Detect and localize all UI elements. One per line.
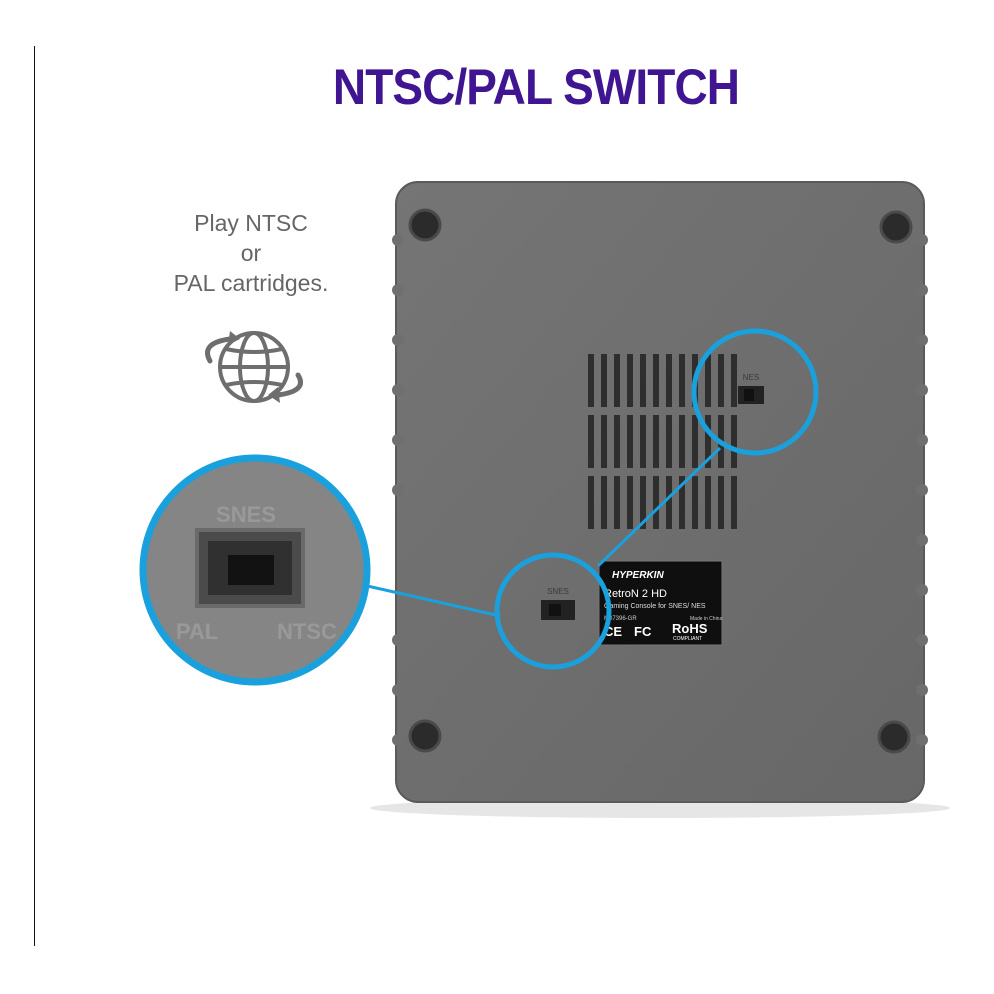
highlight-ring-snes-switch: [494, 552, 612, 670]
left-border-line: [34, 46, 35, 946]
connector-line-small: [596, 446, 722, 568]
highlight-ring-nes-switch: [691, 328, 819, 456]
label-model-number: M07396-GR: [604, 616, 637, 622]
snes-switch-small-label: SNES: [547, 587, 569, 596]
rubber-foot-top-left: [408, 208, 442, 242]
nes-switch-label: NES: [743, 373, 759, 382]
highlight-ring-magnified: [139, 454, 371, 686]
magnified-label-pal: PAL: [176, 619, 218, 644]
console-wavy-edge: [392, 234, 928, 746]
page-title: NTSC/PAL SWITCH: [332, 59, 740, 115]
magnified-switch-view: SNES PAL NTSC: [143, 458, 367, 682]
magnified-label-snes: SNES: [216, 502, 276, 527]
tagline-line-1: Play NTSC: [194, 210, 308, 236]
fc-mark: FC: [634, 624, 652, 639]
rubber-foot-bottom-right: [877, 720, 911, 754]
magnified-label-ntsc: NTSC: [277, 619, 337, 644]
rohs-compliant: COMPLIANT: [673, 636, 702, 642]
rubber-foot-top-right: [879, 210, 913, 244]
rubber-foot-bottom-left: [408, 719, 442, 753]
label-description: Gaming Console for SNES/ NES: [604, 603, 706, 610]
tagline-line-3: PAL cartridges.: [173, 270, 329, 296]
console-bottom-panel: [395, 181, 925, 803]
connector-line-big: [362, 583, 501, 618]
rohs-mark: RoHS: [672, 621, 708, 636]
globe-arrows-icon: [205, 331, 303, 403]
label-brand: HYPERKIN: [612, 570, 664, 581]
label-origin: Made in China: [690, 616, 722, 622]
product-label: [598, 560, 723, 646]
label-model: RetroN 2 HD: [604, 588, 667, 600]
tagline-line-2: or: [240, 240, 262, 266]
tagline: Play NTSC or PAL cartridges.: [140, 208, 362, 298]
